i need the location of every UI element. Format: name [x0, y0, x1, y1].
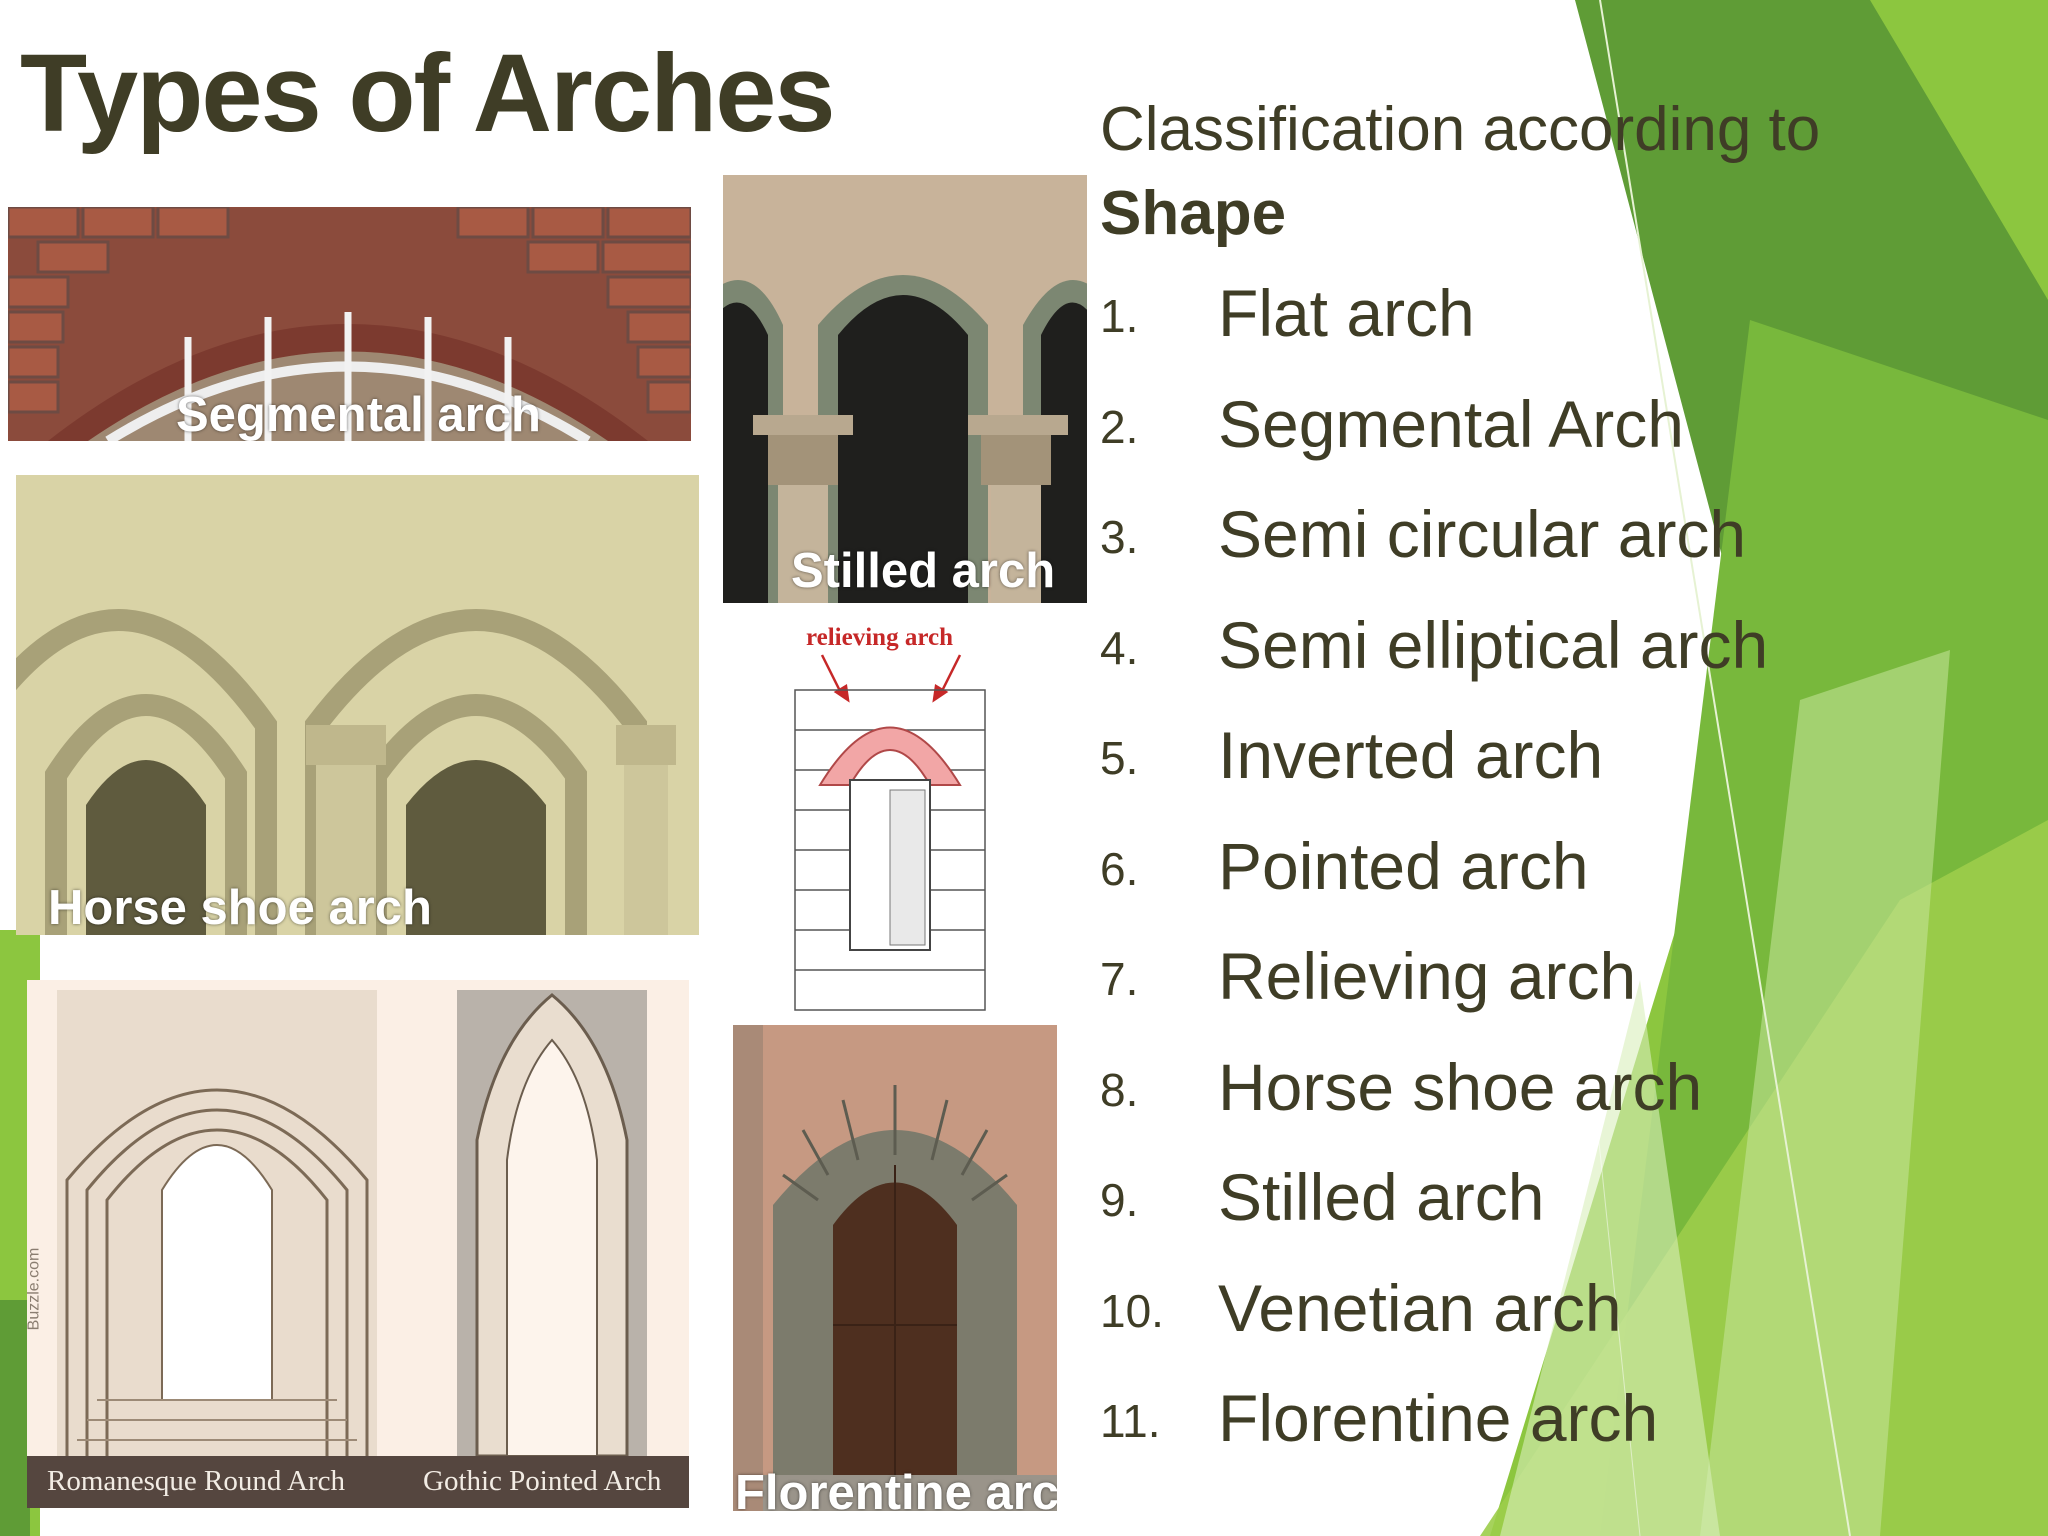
heading-bold: Shape: [1100, 179, 1287, 248]
romanesque-caption: Romanesque Round Arch: [47, 1465, 346, 1497]
stilled-arch-photo: Stilled arch: [723, 175, 1087, 603]
list-label: Semi elliptical arch: [1218, 607, 1769, 682]
list-label: Semi circular arch: [1218, 497, 1747, 571]
list-label: Relieving arch: [1218, 939, 1637, 1013]
horse-shoe-arch-caption: Horse shoe arch: [48, 881, 432, 935]
heading-prefix: Classification according to: [1100, 95, 1821, 164]
florentine-arch-photo: Florentine arc: [733, 1025, 1057, 1511]
list-label: Inverted arch: [1218, 718, 1604, 792]
relieving-arch-diagram: relieving arch: [770, 620, 1010, 1015]
buzzle-watermark: Buzzle.com: [27, 1247, 43, 1331]
list-number: 1.: [1100, 290, 1139, 342]
list-label: Stilled arch: [1218, 1160, 1545, 1234]
list-number: 6.: [1100, 842, 1139, 895]
list-number: 8.: [1100, 1063, 1139, 1116]
segmental-arch-photo: Segmental arch: [8, 207, 691, 441]
list-number: 4.: [1100, 621, 1139, 674]
list-number: 9.: [1100, 1174, 1139, 1226]
florentine-arch-caption: Florentine arc: [735, 1466, 1057, 1511]
list-number: 5.: [1100, 732, 1139, 784]
list-label: Segmental Arch: [1218, 386, 1684, 461]
classification-heading: Classification according to Shape: [1100, 88, 2000, 256]
list-number: 11.: [1100, 1395, 1161, 1447]
list-label: Horse shoe arch: [1218, 1049, 1703, 1124]
list-number: 10.: [1100, 1284, 1164, 1337]
list-number: 3.: [1100, 511, 1139, 563]
list-label: Flat arch: [1218, 276, 1475, 350]
list-label: Venetian arch: [1218, 1270, 1622, 1345]
list-label: Florentine arch: [1218, 1381, 1659, 1455]
gothic-caption: Gothic Pointed Arch: [423, 1465, 662, 1497]
list-number: 2.: [1100, 400, 1139, 453]
list-number: 7.: [1100, 953, 1139, 1005]
romanesque-gothic-illustration: Buzzle.com: [27, 980, 689, 1456]
segmental-arch-caption: Segmental arch: [176, 388, 541, 441]
list-label: Pointed arch: [1218, 828, 1589, 903]
horse-shoe-arch-photo: Horse shoe arch: [16, 475, 699, 935]
stilled-arch-caption: Stilled arch: [791, 544, 1056, 598]
relieving-arch-label: relieving arch: [806, 624, 953, 651]
romanesque-gothic-caption-bar: Romanesque Round Arch Gothic Pointed Arc…: [27, 1456, 689, 1508]
slide-title: Types of Arches: [20, 32, 836, 155]
